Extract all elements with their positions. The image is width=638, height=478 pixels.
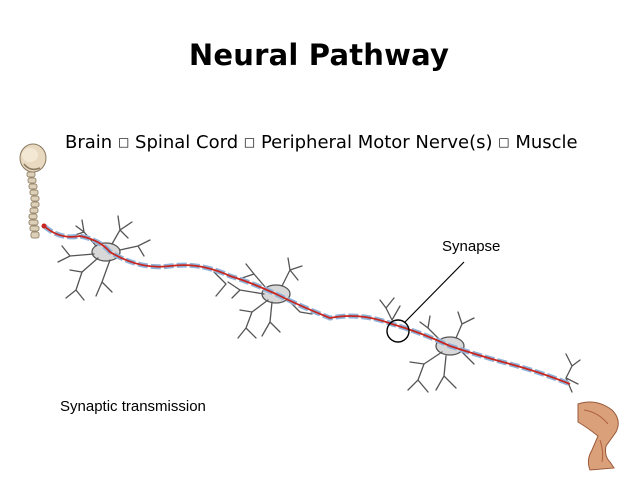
- leg-muscle-icon: [577, 401, 619, 471]
- step-muscle: Muscle: [515, 132, 578, 153]
- axon-path: [41, 223, 571, 387]
- synapse-label: Synapse: [442, 238, 501, 255]
- step-peripheral-nerve: Peripheral Motor Nerve(s): [260, 132, 493, 153]
- arrow-icon: □: [498, 135, 510, 149]
- neuron-icon: [57, 215, 151, 301]
- arrow-icon: □: [117, 135, 130, 149]
- slide-title: Neural Pathway: [188, 38, 450, 72]
- step-brain: Brain: [65, 132, 113, 153]
- synaptic-transmission-label: Synaptic transmission: [60, 398, 206, 415]
- step-spinal-cord: Spinal Cord: [135, 132, 239, 153]
- arrow-icon: □: [243, 135, 256, 149]
- neuron-icon: [227, 257, 313, 339]
- pathway-text: Brain □ Spinal Cord □ Peripheral Motor N…: [65, 132, 578, 153]
- synapse-marker: [386, 261, 465, 343]
- skeleton-icon: [19, 143, 47, 239]
